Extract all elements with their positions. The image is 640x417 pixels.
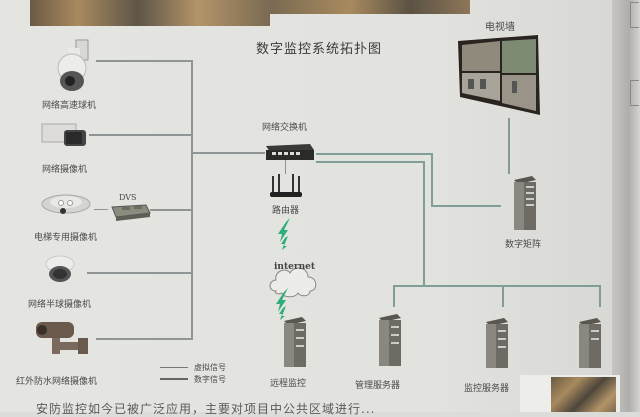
header-photo-strip — [270, 0, 470, 14]
switch-label: 网络交换机 — [262, 123, 308, 133]
legend-analog-line — [160, 367, 188, 368]
digital-line — [316, 161, 424, 163]
digital-line — [502, 285, 504, 307]
digital-line — [393, 285, 395, 307]
videowall-link-line — [508, 118, 510, 174]
server-rack-icon — [575, 318, 603, 374]
digital-line — [423, 161, 425, 286]
server-rack-icon — [280, 317, 308, 373]
camera-label: 网络半球摄像机 — [28, 300, 92, 310]
switch-link-line — [193, 152, 265, 154]
camera-label: 网络摄像机 — [42, 165, 88, 175]
digital-line — [431, 153, 433, 207]
elevator-camera-icon — [40, 193, 92, 223]
video-wall-label: 电视墙 — [485, 22, 515, 33]
server-rack-icon — [510, 176, 538, 236]
header-photo — [30, 0, 270, 26]
camera-label: 红外防水网络摄像机 — [16, 377, 98, 387]
connector-line — [150, 209, 193, 211]
network-switch-icon — [264, 142, 316, 166]
connector-line — [96, 338, 193, 340]
server-bus-line — [393, 285, 601, 287]
book-spine — [612, 0, 640, 412]
camera-label: 网络高速球机 — [42, 101, 97, 111]
mini-dome-camera-icon — [44, 254, 76, 288]
cloud-icon — [266, 263, 320, 303]
wireless-link-icon — [274, 288, 294, 324]
router-icon — [268, 172, 304, 204]
legend-digital-line — [160, 378, 188, 380]
server-rack-icon — [375, 314, 403, 372]
server-label: 监控服务器 — [464, 384, 510, 394]
ptz-dome-camera-icon — [54, 38, 94, 100]
legend-label: 虚拟信号 — [194, 363, 226, 372]
video-wall-icon — [456, 35, 542, 123]
digital-line — [431, 205, 501, 207]
body-text: 安防监控如今已被广泛应用，主要对项目中公共区域进行... — [36, 402, 376, 416]
server-label: 远程监控 — [270, 379, 307, 389]
dvs-encoder-icon — [108, 201, 152, 225]
matrix-label: 数字矩阵 — [505, 240, 542, 250]
spine-mark — [630, 80, 639, 106]
legend-label: 数字信号 — [194, 375, 226, 384]
router-link-line — [285, 160, 286, 174]
connector-line — [87, 272, 193, 274]
box-camera-icon — [40, 120, 90, 154]
wireless-link-icon — [276, 218, 296, 254]
digital-line — [599, 285, 601, 307]
overlay-photo — [551, 377, 616, 412]
camera-bus-line — [191, 60, 193, 340]
connector-line — [94, 209, 108, 210]
spine-mark — [630, 2, 639, 28]
ir-bullet-camera-icon — [34, 320, 90, 366]
dvs-label: DVS — [119, 193, 137, 202]
server-label: 管理服务器 — [355, 381, 401, 391]
camera-label: 电梯专用摄像机 — [34, 233, 98, 243]
router-label: 路由器 — [272, 206, 300, 216]
connector-line — [89, 134, 193, 136]
connector-line — [96, 60, 193, 62]
internet-label: internet — [274, 262, 316, 272]
server-rack-icon — [482, 318, 510, 374]
digital-line — [316, 153, 432, 155]
diagram-title: 数字监控系统拓扑图 — [256, 42, 383, 57]
